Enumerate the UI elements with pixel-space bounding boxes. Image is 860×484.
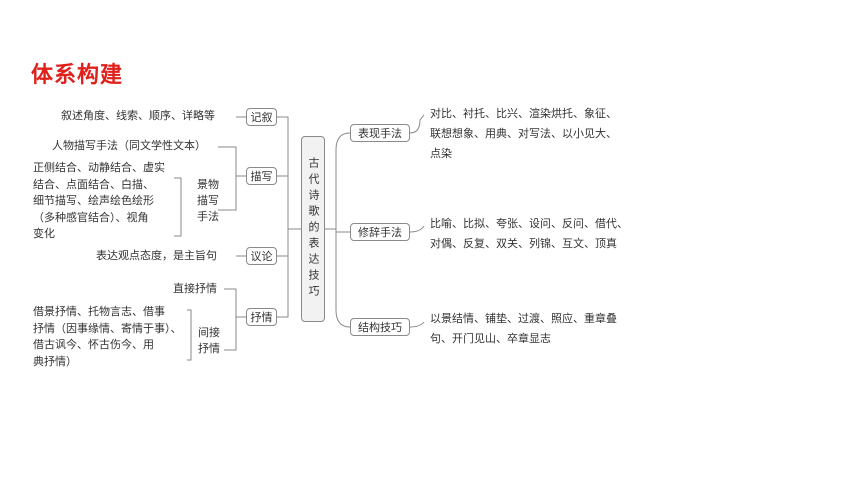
jingwu-label-line: 描写 xyxy=(197,194,219,207)
jianjie-label-line: 间接 xyxy=(198,326,220,339)
yilun-description: 表达观点态度，是主旨句 xyxy=(96,249,217,262)
right-bracket-line xyxy=(335,132,351,328)
jianjie-line: 抒情（因事缘情、寄情于事）、 xyxy=(33,321,182,335)
node-jixu: 记叙 xyxy=(246,108,277,126)
jiegou-line: 句、开门见山、卒章显志 xyxy=(430,332,551,345)
biaoxian-line: 点染 xyxy=(430,147,452,160)
biaoxian-line: 联想想象、用典、对写法、以小见大、 xyxy=(430,127,617,140)
node-miaoxie: 描写 xyxy=(246,167,277,185)
xiuci-line: 对偶、反复、双关、列锦、互文、顶真 xyxy=(430,237,617,250)
jingwu-line: 正侧结合、动静结合、虚实 xyxy=(33,161,165,174)
zhijie-shuqing: 直接抒情 xyxy=(173,282,217,295)
page-title: 体系构建 xyxy=(31,63,124,88)
jianjie-label-line: 抒情 xyxy=(198,342,220,355)
left-bracket-line xyxy=(277,116,289,318)
node-xiuci: 修辞手法 xyxy=(350,223,410,241)
jiegou-description: 以景结情、铺垫、过渡、照应、重章叠 句、开门见山、卒章显志 xyxy=(430,309,617,349)
jingwu-description: 正侧结合、动静结合、虚实 结合、点面结合、白描、 细节描写、绘声绘色绘形 （多种… xyxy=(33,160,165,243)
jianjie-description: 借景抒情、托物言志、借事 抒情（因事缘情、寄情于事）、 借古讽今、怀古伤今、用 … xyxy=(33,304,182,370)
jianjie-label: 间接 抒情 xyxy=(194,325,224,357)
biaoxian-desc-line xyxy=(409,114,425,134)
jingwu-label-line: 景物 xyxy=(197,178,219,191)
jianjie-line: 借古讽今、怀古伤今、用 xyxy=(33,338,154,351)
jiegou-line: 以景结情、铺垫、过渡、照应、重章叠 xyxy=(430,312,617,325)
biaoxian-line: 对比、衬托、比兴、渲染烘托、象征、 xyxy=(430,107,617,120)
xiuci-desc-line xyxy=(409,225,425,233)
jingwu-bracket xyxy=(174,177,182,237)
jingwu-label: 景物 描写 手法 xyxy=(191,177,225,225)
center-topic: 古代诗歌的表达技巧 xyxy=(301,136,325,322)
jingwu-line: 变化 xyxy=(33,227,55,240)
jingwu-line: 细节描写、绘声绘色绘形 xyxy=(33,194,154,207)
jixu-description: 叙述角度、线索、顺序、详略等 xyxy=(61,109,215,122)
jianjie-line: 借景抒情、托物言志、借事 xyxy=(33,305,165,318)
xiuci-description: 比喻、比拟、夸张、设问、反问、借代、 对偶、反复、双关、列锦、互文、顶真 xyxy=(430,214,628,254)
miaoxie-bracket xyxy=(218,146,237,211)
node-jiegou: 结构技巧 xyxy=(350,318,410,336)
jingwu-line: 结合、点面结合、白描、 xyxy=(33,177,154,191)
jianjie-bracket xyxy=(187,309,192,361)
node-biaoxian: 表现手法 xyxy=(350,124,410,142)
jiegou-desc-line xyxy=(409,321,425,328)
biaoxian-description: 对比、衬托、比兴、渲染烘托、象征、 联想想象、用典、对写法、以小见大、 点染 xyxy=(430,104,617,164)
shuqing-bracket xyxy=(224,288,237,351)
xiuci-line: 比喻、比拟、夸张、设问、反问、借代、 xyxy=(430,217,628,230)
jingwu-label-line: 手法 xyxy=(197,210,219,223)
node-yilun: 议论 xyxy=(246,247,277,265)
jianjie-line: 典抒情） xyxy=(33,354,77,368)
renwu-description: 人物描写手法（同文学性文本） xyxy=(52,139,206,152)
node-shuqing: 抒情 xyxy=(246,308,277,326)
jingwu-line: （多种感官结合）、视角 xyxy=(33,210,149,224)
